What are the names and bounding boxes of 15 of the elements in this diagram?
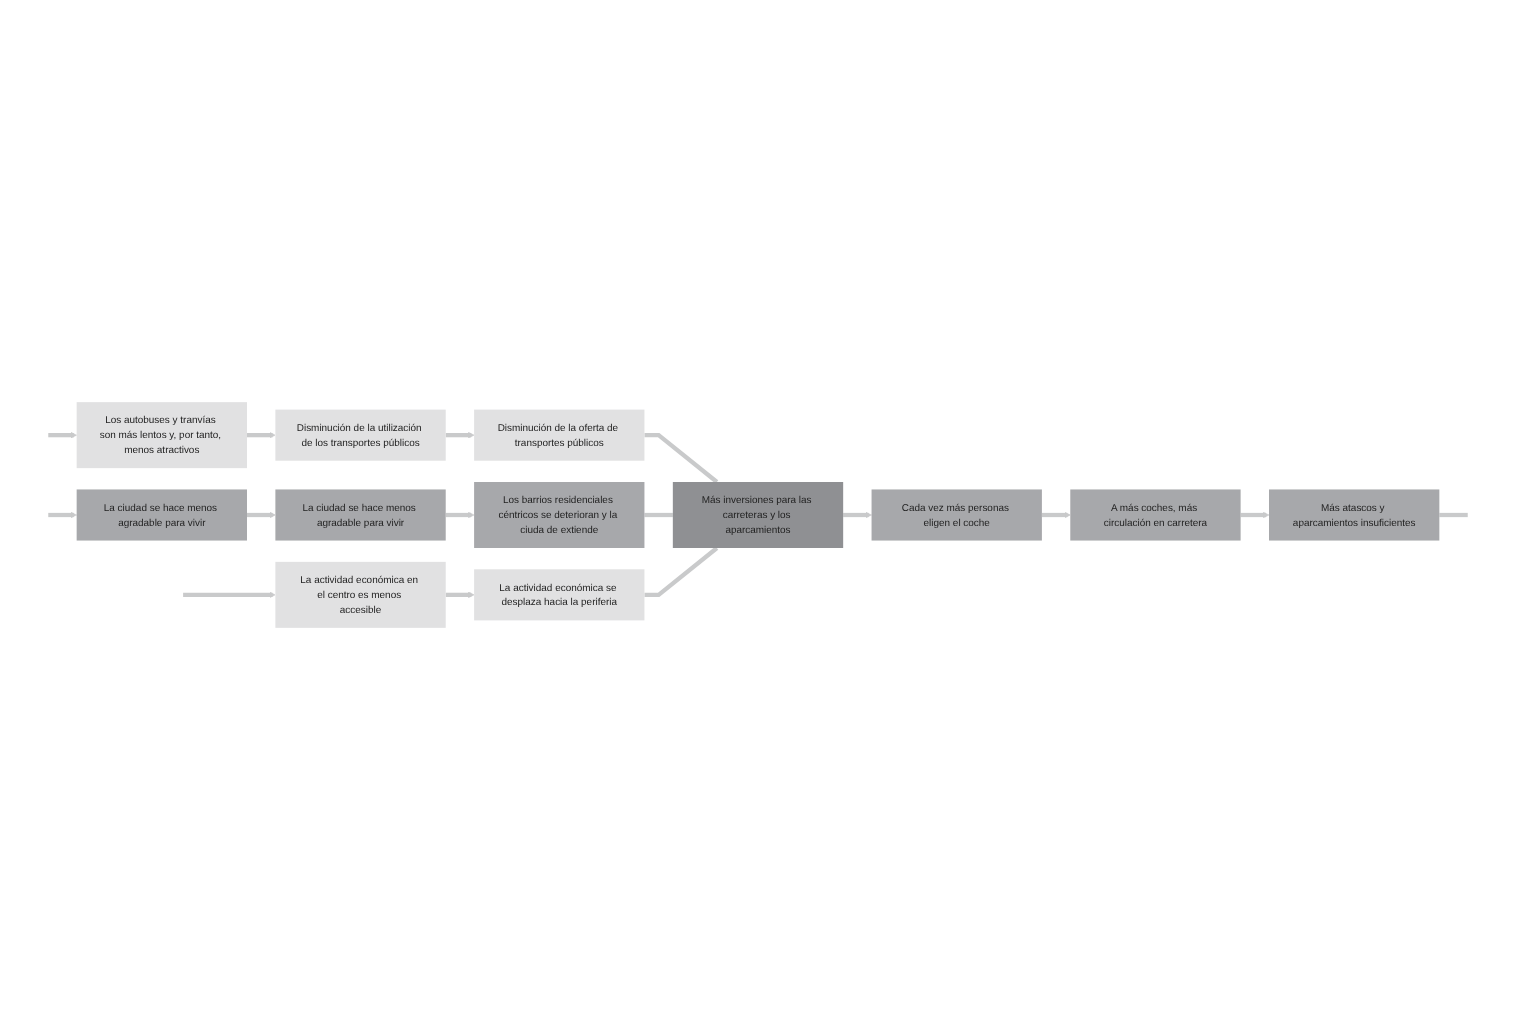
connector bbox=[644, 512, 673, 518]
arrow bbox=[445, 511, 475, 519]
arrow bbox=[1240, 511, 1270, 519]
arrow bbox=[445, 591, 475, 598]
arrow bbox=[183, 591, 276, 598]
arrow bbox=[247, 432, 276, 439]
arrow bbox=[247, 511, 276, 519]
arrow bbox=[445, 432, 475, 439]
arrow bbox=[48, 432, 77, 439]
connector bbox=[644, 546, 719, 597]
connector bbox=[1439, 512, 1468, 518]
connector bbox=[644, 433, 719, 484]
arrow bbox=[843, 511, 872, 519]
arrow bbox=[48, 511, 77, 519]
arrow bbox=[1041, 511, 1071, 519]
